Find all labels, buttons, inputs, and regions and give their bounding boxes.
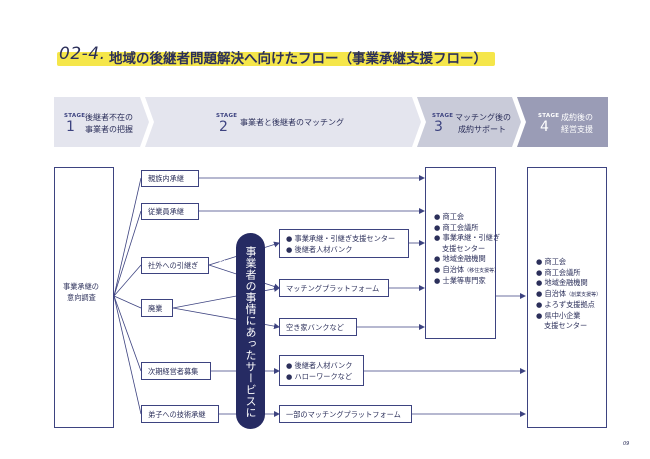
stage3-item-5: ● 自治体 xyxy=(434,264,465,274)
stage-4-label: STAGE xyxy=(538,113,560,119)
survey-box: 事業承継の 意向調査 xyxy=(54,167,114,428)
page-number: 09 xyxy=(623,441,630,447)
support-item-1: ● 事業承継・引継ぎ支援センター xyxy=(286,234,396,243)
stage4-item-3: ● 地域金融機関 xyxy=(536,278,588,287)
support-item-2: ● 後継者人材バンク xyxy=(286,244,353,254)
support-center-box: ● 事業承継・引継ぎ支援センター ● 後継者人材バンク xyxy=(279,229,409,258)
stage-3-label: STAGE xyxy=(432,113,454,119)
branch-apprentice-label: 弟子への技術承継 xyxy=(148,410,206,419)
stage-4-arrow xyxy=(517,97,608,147)
branch-external-label: 社外への引継ぎ xyxy=(148,261,199,270)
stage-2-desc: 事業者と後継者のマッチング xyxy=(240,118,344,127)
stage-2-number: 2 xyxy=(219,119,228,135)
stage-bar xyxy=(54,97,608,147)
survey-line-2: 意向調査 xyxy=(67,292,96,302)
stage4-item-4: ● 自治体 xyxy=(536,288,567,298)
matching-platform-label: マッチングプラットフォーム xyxy=(286,284,380,293)
stage-3-desc-1: マッチング後の xyxy=(455,113,511,122)
stage3-item-4: ● 地域金融機関 xyxy=(434,254,486,263)
stage-1-number: 1 xyxy=(66,119,75,135)
recruit-services-box: ● 後継者人材バンク ● ハローワークなど xyxy=(279,355,364,386)
stage-4-desc-1: 成約後の xyxy=(561,113,593,122)
stage-1-desc-2: 事業者の把握 xyxy=(85,125,133,134)
stage4-item-1: ● 商工会 xyxy=(536,257,567,266)
survey-line-1: 事業承継の xyxy=(63,282,99,291)
stage-2-arrow xyxy=(145,97,421,147)
section-title: 地域の後継者問題解決へ向けたフロー（事業承継支援フロー） xyxy=(109,51,487,67)
stage-3-desc-2: 成約サポート xyxy=(458,125,506,134)
stage-1-label: STAGE xyxy=(64,113,86,119)
recruit-item-2: ● ハローワークなど xyxy=(286,371,353,381)
stage4-item-5: ● よろず支援拠点 xyxy=(536,300,595,309)
stage-3-number: 3 xyxy=(434,119,443,135)
stage3-item-3: ● 事業承継・引継ぎ xyxy=(434,233,501,242)
stage3-item-1: ● 商工会 xyxy=(434,212,465,221)
stage4-item-4-note: （創業支援等） xyxy=(566,291,602,298)
stage4-item-2: ● 商工会議所 xyxy=(536,267,581,277)
stage3-item-5-note: （移住支援等） xyxy=(464,267,500,274)
stage3-item-2: ● 商工会議所 xyxy=(434,222,479,232)
service-connector-pill: 事業者の事情にあったサービスにつなぐ xyxy=(215,233,265,429)
branch-closure-label: 廃業 xyxy=(148,304,163,313)
branch-family: 親族内承継 xyxy=(141,170,199,187)
partial-platform-box: 一部のマッチングプラットフォーム xyxy=(279,405,412,423)
stage3-item-6: ● 士業等専門家 xyxy=(434,276,486,285)
stage-2-label: STAGE xyxy=(216,113,238,119)
branch-recruit: 次期経営者募集 xyxy=(141,362,211,380)
stage3-item-3b: 支援センター xyxy=(442,243,486,253)
stage-1-arrow xyxy=(54,97,149,147)
stage-4-desc-2: 経営支援 xyxy=(561,125,593,134)
branch-apprentice: 弟子への技術承継 xyxy=(141,405,219,423)
stage4-item-6: ● 県中小企業 xyxy=(536,310,581,320)
section-number: 02-4. xyxy=(59,44,106,64)
stage-3-support-box: ● 商工会 ● 商工会議所 ● 事業承継・引継ぎ 支援センター ● 地域金融機関… xyxy=(425,167,500,339)
stage-3-arrow xyxy=(417,97,521,147)
branch-closure: 廃業 xyxy=(141,299,173,317)
recruit-item-1: ● 後継者人材バンク xyxy=(286,361,353,370)
branch-family-label: 親族内承継 xyxy=(148,174,184,183)
branch-employee: 従業員承継 xyxy=(141,203,199,220)
partial-platform-label: 一部のマッチングプラットフォーム xyxy=(286,410,401,419)
pill-text: 事業者の事情にあったサービスにつなぐ xyxy=(215,246,257,419)
akiya-bank-label: 空き家バンクなど xyxy=(286,323,344,332)
stage-1-desc-1: 後継者不在の xyxy=(85,113,133,122)
branch-recruit-label: 次期経営者募集 xyxy=(148,367,199,376)
branch-external: 社外への引継ぎ xyxy=(141,257,209,274)
survey-label: 事業承継の 意向調査 xyxy=(63,282,99,303)
branch-employee-label: 従業員承継 xyxy=(148,207,184,216)
akiya-bank-box: 空き家バンクなど xyxy=(279,318,357,336)
stage-4-support-box: ● 商工会 ● 商工会議所 ● 地域金融機関 ● 自治体（創業支援等） ● よろ… xyxy=(527,167,607,428)
matching-platform-box: マッチングプラットフォーム xyxy=(279,279,389,297)
title-highlight xyxy=(57,52,495,66)
stage-4-number: 4 xyxy=(540,119,549,135)
stage4-item-6b: 支援センター xyxy=(544,321,588,330)
